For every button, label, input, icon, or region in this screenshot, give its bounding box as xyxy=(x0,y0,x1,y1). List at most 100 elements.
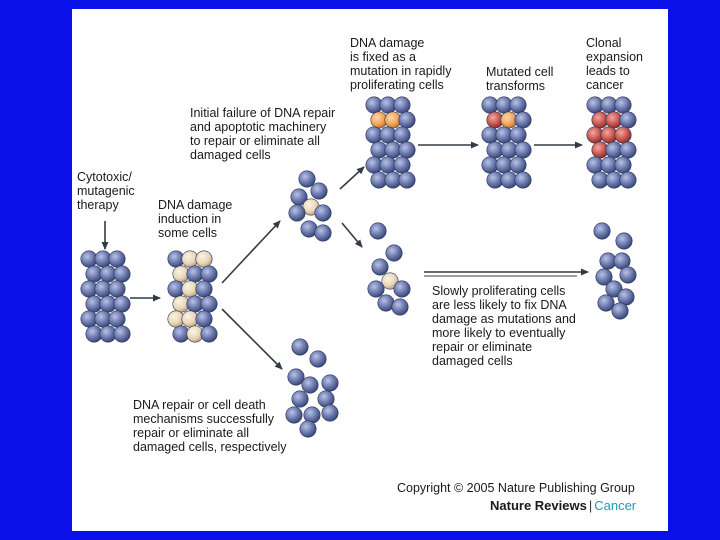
normal-cell xyxy=(509,126,527,144)
label-fixed-line: DNA damage xyxy=(350,36,425,50)
normal-cell xyxy=(200,295,218,313)
transformed-cell xyxy=(614,126,632,144)
label-mutated-line: transforms xyxy=(486,79,546,93)
normal-cell xyxy=(509,156,527,174)
normal-cell xyxy=(605,280,623,298)
label-slow-line: are less likely to fix DNA xyxy=(432,298,567,312)
normal-cell xyxy=(514,111,532,129)
tissue-fixed xyxy=(365,96,416,189)
label-failure-line: damaged cells xyxy=(190,148,271,162)
normal-cell xyxy=(301,376,319,394)
label-fixed-line: proliferating cells xyxy=(350,78,444,92)
label-induction-line: DNA damage xyxy=(158,198,233,212)
label-slow-line: Slowly proliferating cells xyxy=(432,284,566,298)
label-failure-line: to repair or eliminate all xyxy=(190,134,320,148)
label-fixed-line: mutation in rapidly xyxy=(350,64,452,78)
label-slow-line: repair or eliminate xyxy=(432,340,533,354)
normal-cell xyxy=(619,171,637,189)
copyright-notice: Copyright © 2005 Nature Publishing Group xyxy=(397,481,635,495)
normal-cell xyxy=(393,96,411,114)
normal-cell xyxy=(321,404,339,422)
label-failure-line: and apoptotic machinery xyxy=(190,120,327,134)
tissue-repaired xyxy=(593,222,637,320)
arrow-to-repair xyxy=(221,308,283,370)
normal-cell xyxy=(200,265,218,283)
normal-cell xyxy=(298,170,316,188)
normal-cell xyxy=(113,295,131,313)
label-therapy-line: mutagenic xyxy=(77,184,135,198)
label-clonal-line: expansion xyxy=(586,50,643,64)
normal-cell xyxy=(393,280,411,298)
label-induction-line: induction in xyxy=(158,212,222,226)
tissue-slow xyxy=(367,222,411,316)
normal-cell xyxy=(398,171,416,189)
normal-cell xyxy=(393,156,411,174)
tissue-eliminated xyxy=(285,338,339,438)
normal-cell xyxy=(398,111,416,129)
label-repair-line: mechanisms successfully xyxy=(133,412,275,426)
normal-cell xyxy=(291,338,309,356)
normal-cell xyxy=(385,244,403,262)
damaged-cell xyxy=(195,250,213,268)
normal-cell xyxy=(514,141,532,159)
label-slow-line: damage as mutations and xyxy=(432,312,576,326)
normal-cell xyxy=(108,280,126,298)
normal-cell xyxy=(287,368,305,386)
normal-cell xyxy=(195,280,213,298)
normal-cell xyxy=(615,232,633,250)
normal-cell xyxy=(291,390,309,408)
label-therapy-line: therapy xyxy=(77,198,119,212)
arrow-to-fixed xyxy=(339,166,365,190)
normal-cell xyxy=(195,310,213,328)
normal-cell xyxy=(108,250,126,268)
normal-cell xyxy=(321,374,339,392)
normal-cell xyxy=(299,420,317,438)
label-clonal-line: leads to xyxy=(586,64,630,78)
normal-cell xyxy=(369,222,387,240)
normal-cell xyxy=(509,96,527,114)
normal-cell xyxy=(595,268,613,286)
brand-separator: | xyxy=(588,498,593,513)
normal-cell xyxy=(393,126,411,144)
normal-cell xyxy=(597,294,615,312)
damaged-cell xyxy=(381,272,399,290)
normal-cell xyxy=(614,96,632,114)
label-clonal-line: cancer xyxy=(586,78,624,92)
label-mutated-line: Mutated cell xyxy=(486,65,554,79)
normal-cell xyxy=(611,302,629,320)
arrow-to-slow xyxy=(341,222,363,248)
label-therapy-line: Cytotoxic/ xyxy=(77,170,132,184)
normal-cell xyxy=(113,325,131,343)
normal-cell xyxy=(514,171,532,189)
label-slow-line: more likely to eventually xyxy=(432,326,566,340)
normal-cell xyxy=(200,325,218,343)
normal-cell xyxy=(285,406,303,424)
tissue-mutated xyxy=(481,96,532,189)
label-slow-line: damaged cells xyxy=(432,354,513,368)
arrow-to-failure xyxy=(221,220,281,284)
label-fixed-line: is fixed as a xyxy=(350,50,417,64)
normal-cell xyxy=(309,350,327,368)
publisher-brand: Nature Reviews|Cancer xyxy=(490,498,636,513)
normal-cell xyxy=(391,298,409,316)
label-repair-line: damaged cells, respectively xyxy=(133,440,287,454)
cell-diagram xyxy=(80,96,637,438)
label-induction-line: some cells xyxy=(158,226,218,240)
normal-cell xyxy=(288,204,306,222)
normal-cell xyxy=(619,141,637,159)
tissue-failure xyxy=(288,170,332,242)
normal-cell xyxy=(593,222,611,240)
normal-cell xyxy=(619,111,637,129)
normal-cell xyxy=(614,156,632,174)
tissue-damaged xyxy=(167,250,218,343)
normal-cell xyxy=(619,266,637,284)
normal-cell xyxy=(314,204,332,222)
normal-cell xyxy=(108,310,126,328)
